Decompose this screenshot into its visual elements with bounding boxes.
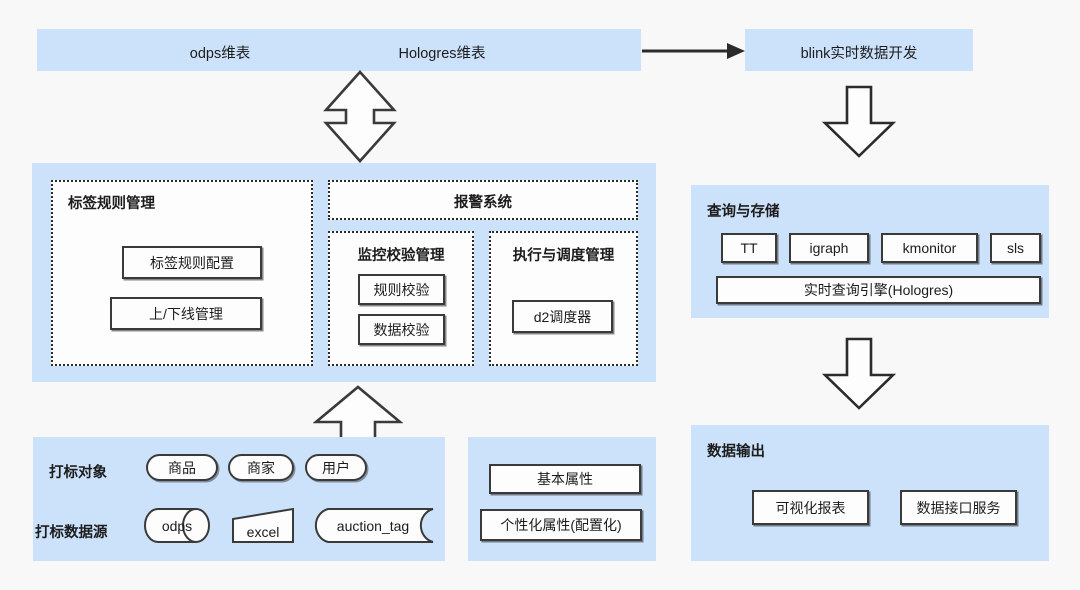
box-store-tt[interactable]: TT <box>721 233 777 263</box>
shape-datasource-excel[interactable]: excel <box>231 507 295 544</box>
group-execution-scheduling-title: 执行与调度管理 <box>512 248 615 264</box>
box-visual-report[interactable]: 可视化报表 <box>752 490 869 525</box>
tagging-datasource-row-label: 打标数据源 <box>35 525 108 541</box>
arrow-query-to-output <box>822 337 896 411</box>
query-storage-panel-title: 查询与存储 <box>707 204 780 220</box>
group-alarm-system <box>328 180 638 220</box>
pill-object-user[interactable]: 用户 <box>305 454 367 481</box>
arrow-dim-to-blink <box>641 41 749 61</box>
arrow-source-to-platform <box>313 385 403 442</box>
dim-table-label-hologres: Hologres维表 <box>398 46 486 62</box>
attribute-panel <box>468 437 656 561</box>
box-data-verification[interactable]: 数据校验 <box>358 314 445 345</box>
shape-datasource-odps[interactable]: odps <box>144 508 210 543</box>
group-tag-rule-management-title: 标签规则管理 <box>68 196 155 212</box>
group-alarm-system-title: 报警系统 <box>454 195 512 211</box>
blink-box-label: blink实时数据开发 <box>800 46 918 62</box>
shape-datasource-auction-tag[interactable]: auction_tag <box>311 508 435 544</box>
arrow-blink-to-query <box>822 85 896 159</box>
box-store-igraph[interactable]: igraph <box>789 233 869 263</box>
pill-object-merchant[interactable]: 商家 <box>228 454 294 481</box>
box-store-sls[interactable]: sls <box>990 233 1041 263</box>
box-data-api-service[interactable]: 数据接口服务 <box>900 490 1017 525</box>
box-basic-attribute[interactable]: 基本属性 <box>489 464 641 494</box>
box-store-kmonitor[interactable]: kmonitor <box>881 233 978 263</box>
box-custom-attribute[interactable]: 个性化属性(配置化) <box>480 509 642 541</box>
box-online-offline-management[interactable]: 上/下线管理 <box>110 297 262 330</box>
dim-table-label-odps: odps维表 <box>189 46 251 62</box>
dim-table-bar <box>37 29 641 71</box>
group-execution-scheduling <box>489 231 638 366</box>
box-d2-scheduler[interactable]: d2调度器 <box>512 300 613 333</box>
box-realtime-query-engine[interactable]: 实时查询引擎(Hologres) <box>716 276 1041 304</box>
blink-box <box>745 29 973 71</box>
box-tag-rule-config[interactable]: 标签规则配置 <box>122 246 262 279</box>
pill-object-product[interactable]: 商品 <box>146 454 218 481</box>
data-output-panel-title: 数据输出 <box>707 444 765 460</box>
arrow-bidirectional-dim-platform <box>322 70 398 163</box>
box-rule-verification[interactable]: 规则校验 <box>358 274 445 305</box>
group-monitor-verification-title: 监控校验管理 <box>357 248 445 264</box>
tagging-object-row-label: 打标对象 <box>49 465 107 481</box>
